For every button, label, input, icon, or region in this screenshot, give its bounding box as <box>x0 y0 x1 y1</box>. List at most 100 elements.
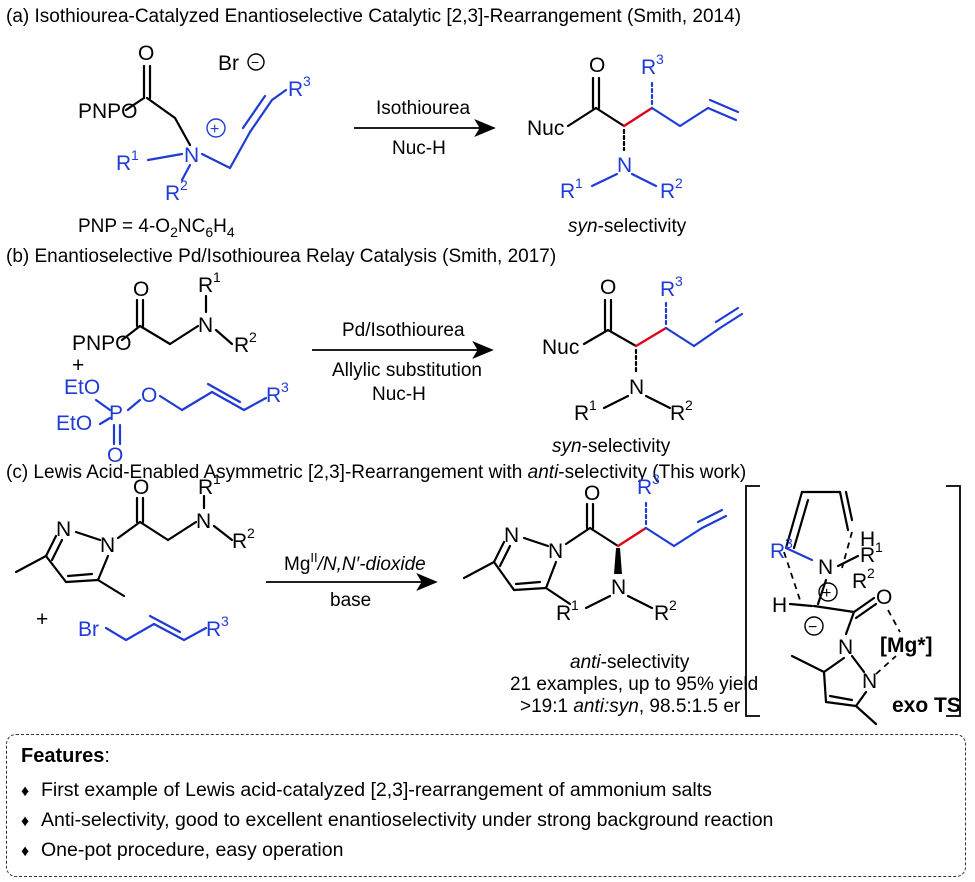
exo-transition-state: R 3 H N R 1 R 2 + H − O [Mg*] N N e <box>745 485 961 726</box>
svg-text:Br: Br <box>218 52 239 75</box>
svg-text:O: O <box>876 586 892 609</box>
svg-text:R: R <box>574 402 589 425</box>
reagent-b-top: Pd/Isothiourea <box>342 320 465 341</box>
svg-text:Nuc: Nuc <box>527 117 564 140</box>
ammonium-n: N <box>184 144 199 167</box>
svg-text:PNPO: PNPO <box>72 332 132 355</box>
svg-text:2: 2 <box>669 597 677 613</box>
reactant-b2: EtO EtO P O O R 3 <box>56 376 289 467</box>
feature-item: ♦First example of Lewis acid-catalyzed [… <box>21 779 712 801</box>
svg-text:1: 1 <box>213 471 221 487</box>
svg-text:EtO: EtO <box>64 376 100 399</box>
svg-text:R: R <box>198 274 213 297</box>
svg-text:2: 2 <box>247 525 255 541</box>
selectivity-b: syn-selectivity <box>552 436 671 457</box>
svg-text:Nuc: Nuc <box>542 336 579 359</box>
svg-text:N: N <box>838 636 853 659</box>
svg-text:N: N <box>611 576 626 599</box>
svg-text:R: R <box>770 540 785 563</box>
svg-text:O: O <box>133 278 149 301</box>
svg-text:R: R <box>266 384 281 407</box>
svg-text:2: 2 <box>180 177 188 193</box>
svg-text:EtO: EtO <box>56 412 92 435</box>
svg-text:O: O <box>138 42 154 65</box>
svg-text:+: + <box>822 585 831 602</box>
section-b-heading: (b) Enantioselective Pd/Isothiourea Rela… <box>6 246 556 267</box>
svg-text:N: N <box>196 510 211 533</box>
svg-text:H: H <box>860 528 875 551</box>
pnpo-label: PNPO <box>78 100 138 123</box>
svg-text:R: R <box>660 180 675 203</box>
svg-text:R: R <box>206 618 221 641</box>
section-c-heading: (c) Lewis Acid-Enabled Asymmetric [2,3]-… <box>6 462 746 483</box>
mg-label: [Mg*] <box>880 634 932 657</box>
pnp-definition: PNP = 4-O2NC6H4 <box>78 216 235 240</box>
reagent-b-mid: Allylic substitution <box>332 360 482 381</box>
svg-text:R: R <box>232 530 247 553</box>
dr-er-text: >19:1 anti:syn, 98.5:1.5 er <box>520 696 741 717</box>
svg-text:P: P <box>109 402 123 425</box>
selectivity-c: anti-selectivity <box>570 652 690 673</box>
reagent-b-bottom: Nuc-H <box>372 384 426 405</box>
svg-text:1: 1 <box>589 397 597 413</box>
svg-text:R: R <box>654 602 669 625</box>
svg-text:3: 3 <box>281 379 289 395</box>
svg-text:R: R <box>660 278 675 301</box>
svg-text:N: N <box>548 540 563 563</box>
plus-sign-b: + <box>72 354 84 377</box>
svg-text:2: 2 <box>675 175 683 191</box>
features-box: Features: ♦First example of Lewis acid-c… <box>6 734 966 877</box>
svg-text:R: R <box>288 78 303 101</box>
ts-bracket-right <box>946 485 961 717</box>
svg-text:3: 3 <box>652 471 660 487</box>
reagent-a-top: Isothiourea <box>376 98 470 119</box>
product-a: Nuc O R 3 N R 1 R 2 <box>527 51 740 203</box>
svg-text:R: R <box>641 56 656 79</box>
svg-text:−: − <box>808 619 817 636</box>
reactant-a: PNPO O Br − N + R 1 R 2 R 3 <box>78 42 311 205</box>
feature-item: ♦Anti-selectivity, good to excellent ena… <box>21 809 774 831</box>
svg-text:3: 3 <box>221 613 229 629</box>
svg-text:+: + <box>210 121 219 138</box>
svg-text:R: R <box>670 402 685 425</box>
svg-text:Br: Br <box>78 618 99 641</box>
svg-text:2: 2 <box>685 397 693 413</box>
product-c: N N O R 3 N R 1 R 2 <box>462 471 728 625</box>
svg-text:N: N <box>56 518 71 541</box>
svg-text:R: R <box>637 476 652 499</box>
svg-text:N: N <box>617 154 632 177</box>
plus-sign-c: + <box>36 608 48 631</box>
svg-text:2: 2 <box>867 565 875 581</box>
svg-text:R: R <box>852 570 867 593</box>
ts-bracket-left <box>745 485 760 717</box>
features-title: Features: <box>21 745 110 767</box>
svg-text:1: 1 <box>875 539 883 555</box>
svg-text:N: N <box>504 524 519 547</box>
svg-text:3: 3 <box>675 273 683 289</box>
examples-text: 21 examples, up to 95% yield <box>510 674 758 695</box>
minus-charge: − <box>251 54 259 70</box>
svg-text:H: H <box>772 594 787 617</box>
svg-text:N: N <box>818 556 833 579</box>
svg-text:O: O <box>133 476 149 499</box>
svg-text:N: N <box>198 314 213 337</box>
svg-text:R: R <box>556 602 571 625</box>
svg-text:1: 1 <box>571 597 579 613</box>
svg-text:R: R <box>116 152 131 175</box>
svg-text:O: O <box>141 384 157 407</box>
svg-text:O: O <box>107 444 123 467</box>
svg-text:R: R <box>234 334 249 357</box>
reagent-a-bottom: Nuc-H <box>392 138 446 159</box>
svg-text:R: R <box>560 180 575 203</box>
svg-text:1: 1 <box>575 175 583 191</box>
svg-text:R: R <box>198 476 213 499</box>
svg-text:N: N <box>100 534 115 557</box>
svg-text:3: 3 <box>656 51 664 67</box>
svg-text:N: N <box>629 376 644 399</box>
svg-text:3: 3 <box>303 73 311 89</box>
ts-label: exo TS <box>892 694 961 717</box>
svg-text:N: N <box>862 670 877 693</box>
svg-text:R: R <box>860 544 875 567</box>
svg-text:O: O <box>584 482 600 505</box>
